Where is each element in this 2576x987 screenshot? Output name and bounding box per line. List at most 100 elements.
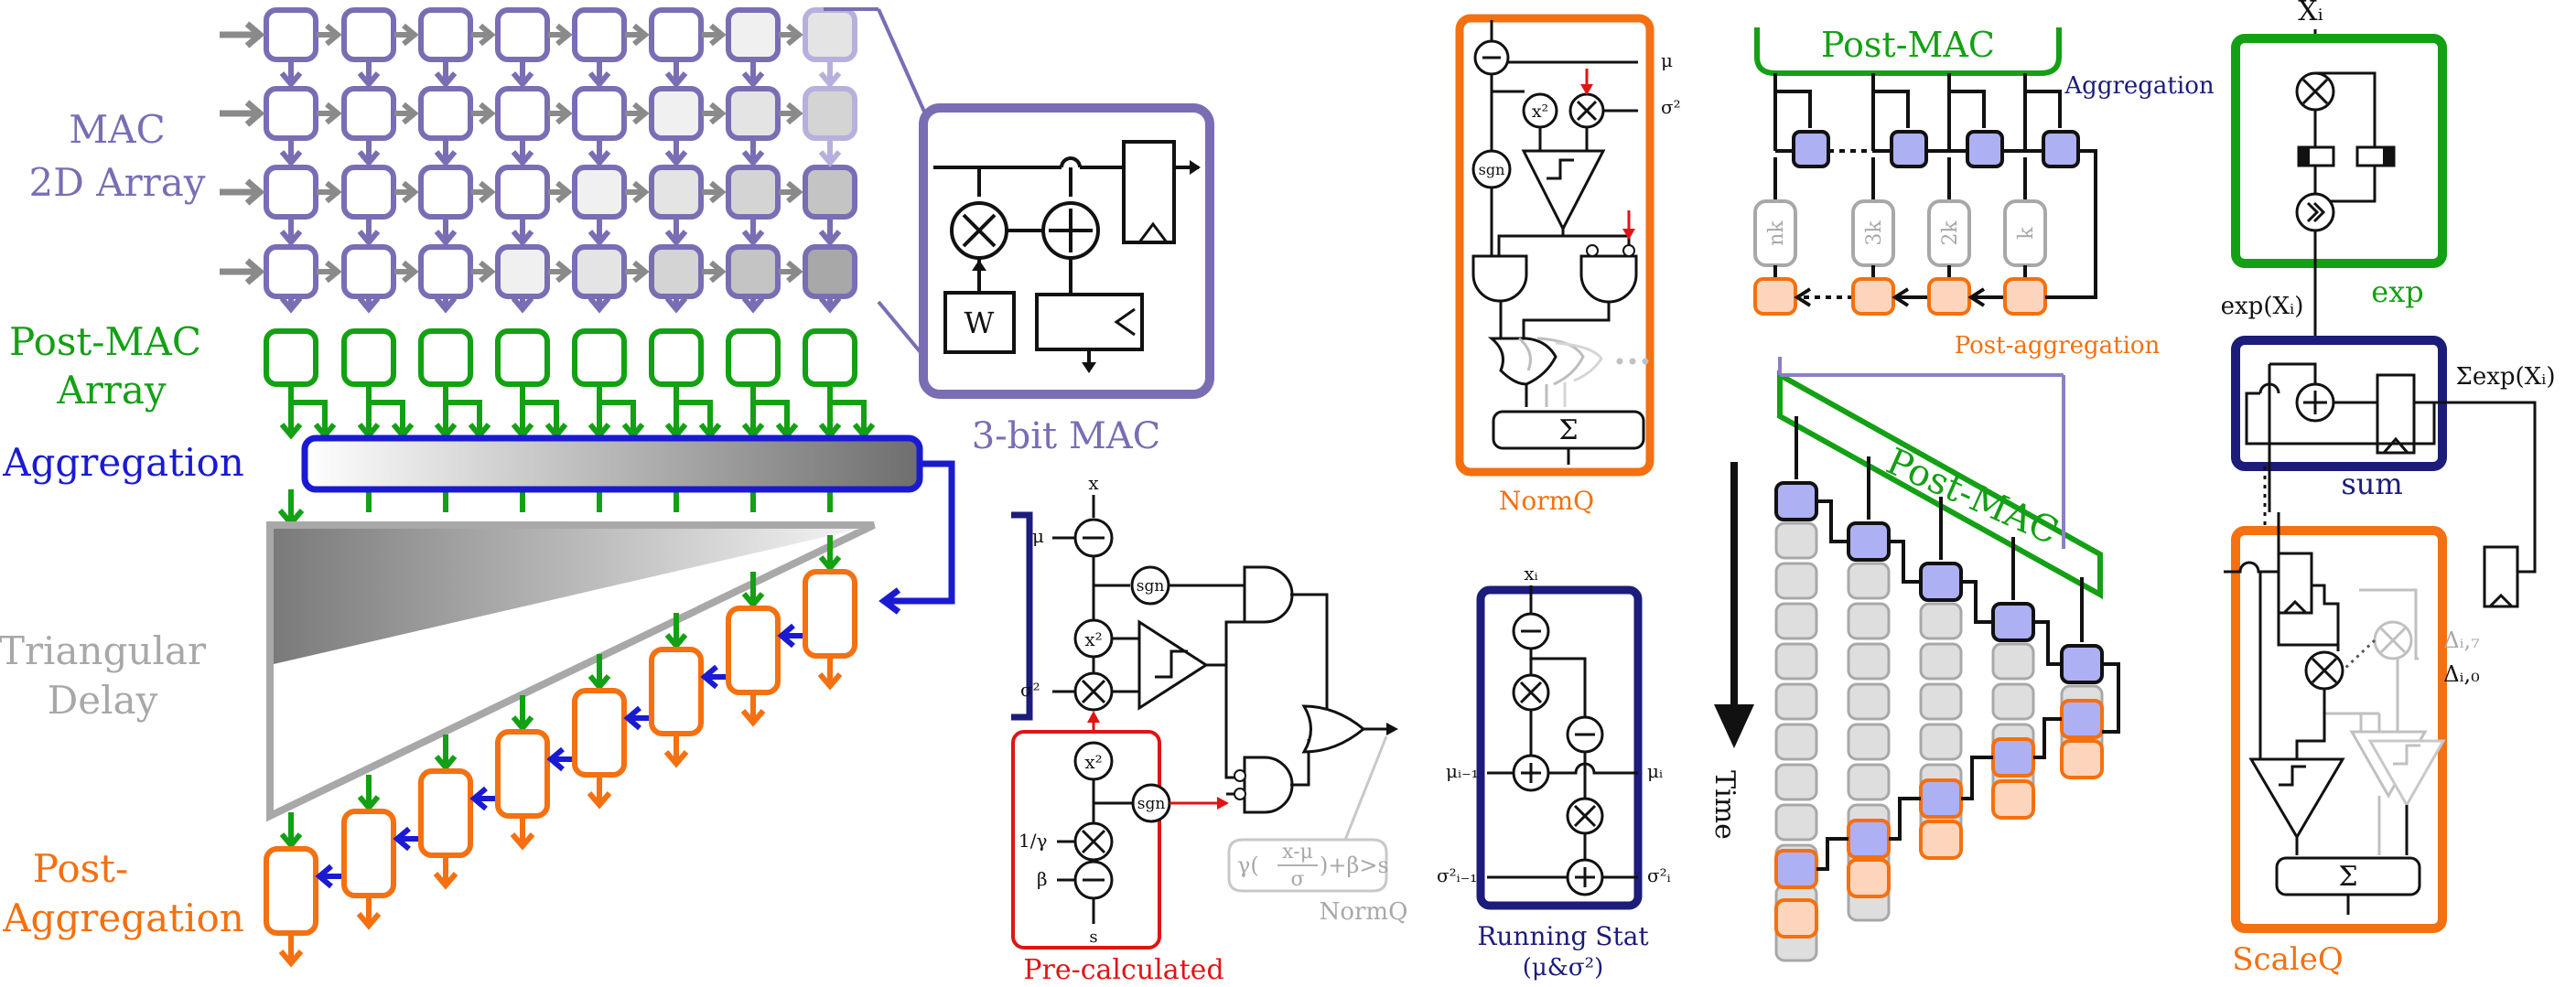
post-mac-branch-wire xyxy=(523,400,559,434)
mac-cell xyxy=(264,86,318,141)
post-mac-branch-wire xyxy=(369,400,405,434)
timeline-blue-node xyxy=(1919,562,1963,602)
top-agg-branch xyxy=(1873,90,1910,128)
mac-cell xyxy=(726,7,781,62)
normq-caption: NormQ xyxy=(1320,898,1408,926)
post-aggregation-input-arrowhead xyxy=(664,633,688,650)
top-delay-label: 2k xyxy=(1939,220,1962,246)
timeline-gray-node xyxy=(1774,803,1818,842)
timeline-gray-node xyxy=(1774,682,1818,721)
top-postagg-cell xyxy=(2003,277,2047,316)
mac-vertical-arrowhead xyxy=(434,296,458,314)
top-delay-label: 3k xyxy=(1863,220,1886,246)
timeline-blue-orange-node xyxy=(1847,819,1891,859)
timeline-orange-node xyxy=(1919,820,1963,860)
mac-vertical-arrowhead xyxy=(434,150,458,167)
post-aggregation-cell xyxy=(572,688,627,778)
mac-vertical-arrowhead xyxy=(587,71,611,89)
mac-horizontal-arrowhead xyxy=(555,102,573,125)
row-input-arrowhead xyxy=(244,100,265,127)
top-agg-return xyxy=(2045,149,2097,299)
timeline-postmac-band xyxy=(1777,370,2103,600)
timeline-gray-node xyxy=(1847,763,1891,801)
post-aggregation-input-arrowhead xyxy=(818,555,842,573)
timeline-orange-node xyxy=(2060,739,2104,779)
mac-vertical-arrowhead xyxy=(279,150,303,167)
timeline-gray-node xyxy=(1991,642,2035,681)
triangular-delay-label-line1: Triangular xyxy=(0,628,207,673)
mac-vertical-arrowhead xyxy=(434,71,458,89)
normq-box-sgn: sgn xyxy=(1479,161,1505,178)
mac-horizontal-arrowhead xyxy=(402,180,419,204)
post-aggregation-label-line2: Aggregation xyxy=(2,896,244,940)
mac-vertical-arrowhead xyxy=(357,150,381,167)
timeline-blue-node xyxy=(2060,644,2104,684)
post-aggregation-chain-arrowhead xyxy=(546,746,565,772)
mac-horizontal-arrowhead xyxy=(555,260,573,284)
post-aggregation-cell xyxy=(649,647,704,736)
mac-vertical-arrowhead xyxy=(741,230,765,247)
mac-vertical-arrowhead xyxy=(587,230,611,247)
timeline-gray-node xyxy=(1919,682,1963,721)
mac-vertical-arrowhead xyxy=(511,296,534,314)
mac-vertical-arrowhead xyxy=(279,230,303,247)
normq-box-label: NormQ xyxy=(1499,486,1594,516)
timeline-gray-node xyxy=(1774,642,1818,681)
timeline-stair-wire xyxy=(2033,620,2062,666)
timeline-detail xyxy=(1774,357,2120,962)
mac-horizontal-arrowhead xyxy=(402,102,419,125)
post-mac-branch-wire xyxy=(446,400,482,434)
timeline-gray-node xyxy=(1847,562,1891,600)
mac-vertical-arrowhead xyxy=(511,230,534,247)
post-aggregation-cell xyxy=(341,809,396,898)
mac-cell xyxy=(726,86,781,141)
mac-vertical-arrowhead xyxy=(357,296,381,314)
top-postagg-cell xyxy=(1851,277,1895,316)
time-label: Time xyxy=(1708,770,1741,840)
precalc-sgn-label: sgn xyxy=(1137,795,1166,813)
mac-cell xyxy=(803,7,857,62)
aggregation-feedback-arrowhead xyxy=(878,587,901,615)
timeline-gray-node xyxy=(1774,602,1818,640)
top-delay-label: k xyxy=(2015,227,2038,240)
mac-horizontal-arrowhead xyxy=(325,260,342,284)
top-aggregation-label: Aggregation xyxy=(2064,72,2214,100)
mac-detail-box: W xyxy=(919,103,1214,399)
post-aggregation-stair xyxy=(264,535,857,968)
post-mac-cell xyxy=(418,328,473,387)
post-aggregation-chain-arrowhead xyxy=(623,705,641,731)
timeline-blue-orange-node xyxy=(1919,778,1963,819)
post-aggregation-output-arrowhead xyxy=(587,791,612,810)
mac-vertical-arrowhead xyxy=(587,296,611,314)
post-aggregation-output-arrowhead xyxy=(510,832,535,851)
mac-horizontal-arrowhead xyxy=(555,23,573,47)
mac-cell xyxy=(264,244,318,299)
timeline-blue-node xyxy=(1991,602,2035,642)
mac-vertical-arrowhead xyxy=(434,230,458,247)
triangular-delay-shade xyxy=(274,529,860,664)
post-aggregation-input-arrowhead xyxy=(279,832,303,850)
aggregation-bar xyxy=(301,434,923,493)
precalc-x2-label: x² xyxy=(1084,751,1102,773)
timeline-stair-wire xyxy=(1816,499,1848,543)
top-postagg-arrowhead xyxy=(1892,287,1910,307)
mac-vertical-arrowhead xyxy=(279,296,303,314)
mac-horizontal-arrowhead xyxy=(479,180,496,204)
post-aggregation-output-arrowhead xyxy=(433,872,458,890)
timeline-gray-node xyxy=(1847,723,1891,761)
mac-horizontal-arrowhead xyxy=(786,23,803,47)
mac-vertical-arrowhead xyxy=(741,71,765,89)
mac-cell xyxy=(418,7,473,62)
post-mac-branch-wire xyxy=(676,400,713,434)
timeline-blue-node xyxy=(1847,521,1891,562)
mac-array-label-line1: MAC xyxy=(69,107,165,152)
mac-vertical-arrowhead xyxy=(511,150,534,167)
timeline-blue-orange-node xyxy=(2060,699,2104,739)
mac-cell xyxy=(418,165,473,220)
softmax-delta7: Δᵢ,₇ xyxy=(2443,628,2479,653)
aggregation-label: Aggregation xyxy=(2,440,244,485)
mac-cell xyxy=(264,7,318,62)
mac-horizontal-arrowhead xyxy=(325,102,342,125)
